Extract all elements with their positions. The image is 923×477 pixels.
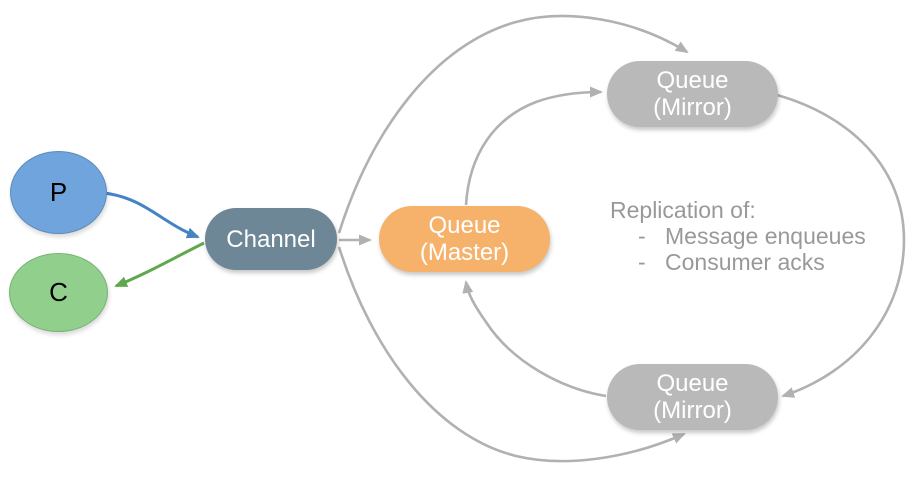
- queue-mirror-top-label: Queue (Mirror): [653, 67, 732, 121]
- replication-note-item-text: Message enqueues: [665, 223, 866, 249]
- queue-mirror-bottom-label-line2: (Mirror): [653, 397, 732, 424]
- node-channel: Channel: [205, 208, 337, 270]
- queue-mirror-top-label-line2: (Mirror): [653, 94, 732, 121]
- node-consumer: C: [9, 253, 108, 332]
- bullet-dash: -: [638, 249, 646, 275]
- node-queue-mirror-top: Queue (Mirror): [607, 61, 778, 127]
- producer-label: P: [49, 177, 68, 207]
- replication-note: Replication of: -Message enqueues -Consu…: [610, 197, 866, 275]
- replication-note-title: Replication of:: [610, 197, 756, 223]
- replication-note-item-text: Consumer acks: [665, 249, 825, 275]
- node-queue-mirror-bottom: Queue (Mirror): [607, 364, 778, 430]
- replication-note-item-acks: -Consumer acks: [610, 249, 866, 275]
- arrow-channel-to-mirror-bottom-outer: [337, 246, 686, 463]
- replication-note-item-enqueues: -Message enqueues: [610, 223, 866, 249]
- queue-master-label: Queue (Master): [420, 212, 509, 266]
- queue-mirror-bottom-label: Queue (Mirror): [653, 370, 732, 424]
- arrow-channel-to-mirror-top-outer: [337, 14, 689, 234]
- queue-master-label-line2: (Master): [419, 239, 510, 266]
- arrow-mirror-top-to-mirror-bottom: [776, 93, 906, 398]
- arrow-mirror-bottom-to-master: [462, 280, 607, 398]
- queue-mirror-top-label-line1: Queue: [656, 67, 729, 94]
- arrow-master-to-mirror-top: [464, 86, 603, 206]
- node-queue-master: Queue (Master): [379, 206, 550, 272]
- bullet-dash: -: [638, 223, 646, 249]
- arrow-channel-to-consumer: [114, 241, 205, 288]
- consumer-label: C: [49, 277, 68, 307]
- queue-mirror-bottom-label-line1: Queue: [656, 370, 729, 397]
- node-producer: P: [10, 151, 107, 234]
- channel-label: Channel: [226, 225, 316, 253]
- queue-master-label-line1: Queue: [428, 212, 501, 239]
- arrow-producer-to-channel: [103, 191, 200, 239]
